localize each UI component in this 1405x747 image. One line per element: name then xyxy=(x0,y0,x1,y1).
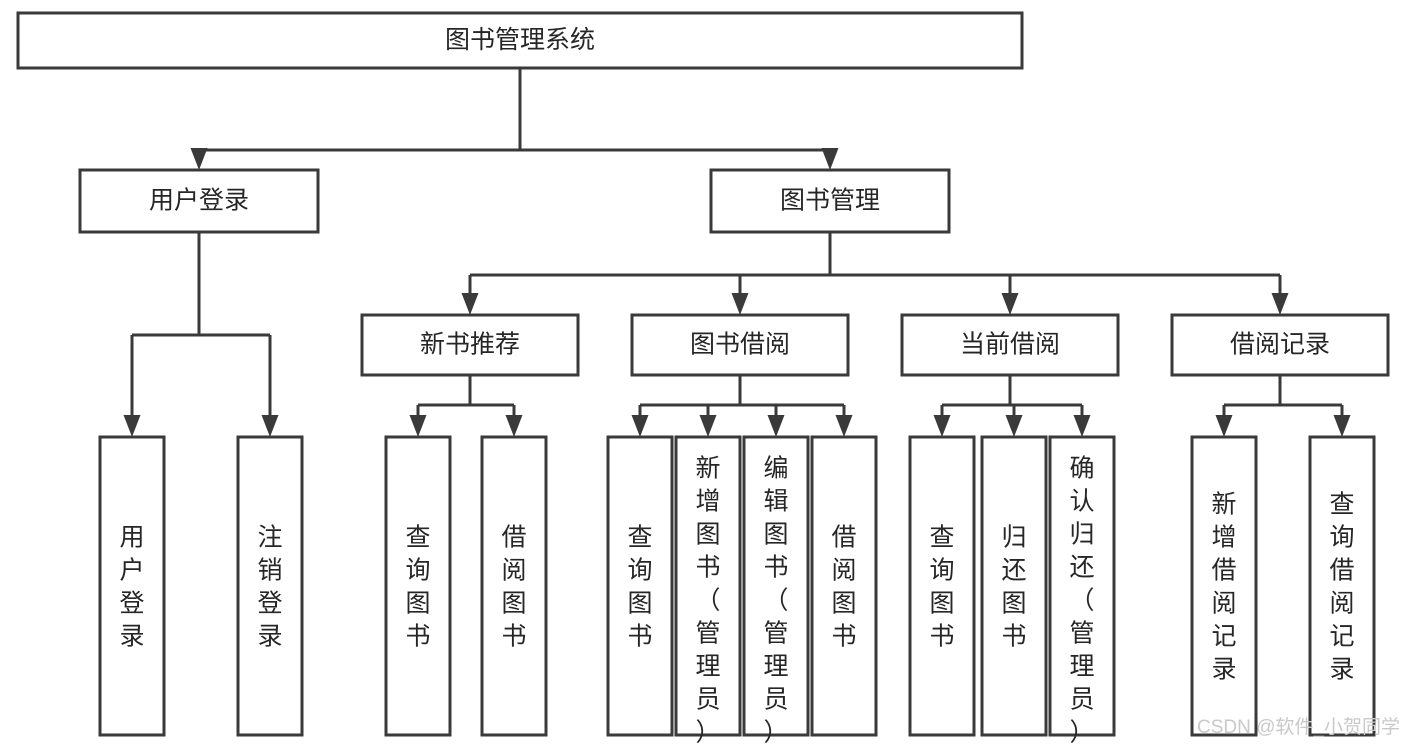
book-borrow-to-bb-borrow-book-arrowhead xyxy=(835,415,853,437)
node-layer: 图书管理系统用户登录用户登录注销登录图书管理新书推荐查询图书借阅图书图书借阅查询… xyxy=(16,11,1390,747)
node-box-new-book-recommend xyxy=(360,313,580,377)
root-to-book-manage-arrowhead xyxy=(821,148,839,170)
user-login-to-user-login-do-arrowhead xyxy=(123,415,141,437)
book-manage-to-current-borrow-arrowhead xyxy=(1001,293,1019,315)
node-label-book-manage: 图书管理 xyxy=(780,187,880,215)
node-cb-query-book[interactable]: 查询图书 xyxy=(908,435,976,737)
node-box-bb-edit-book xyxy=(742,435,810,737)
current-borrow-to-cb-query-book-arrowhead xyxy=(933,415,951,437)
book-borrow-to-bb-edit-book-arrowhead xyxy=(767,415,785,437)
node-label-user-login-do: 用户登录 xyxy=(119,524,144,651)
node-box-user-login xyxy=(78,168,320,234)
node-label-bb-query-book: 查询图书 xyxy=(627,524,652,651)
node-box-borrow-record xyxy=(1170,313,1390,377)
node-book-manage[interactable]: 图书管理 xyxy=(709,168,951,234)
book-manage-to-book-borrow-arrowhead xyxy=(731,293,749,315)
node-box-cb-return-book xyxy=(980,435,1048,737)
node-label-borrow-record: 借阅记录 xyxy=(1230,331,1330,359)
user-login-to-user-logout-arrowhead xyxy=(261,415,279,437)
node-box-bb-query-book xyxy=(606,435,674,737)
node-box-bb-borrow-book xyxy=(810,435,878,737)
node-box-current-borrow xyxy=(900,313,1120,377)
node-label-cb-return-book: 归还图书 xyxy=(1001,524,1026,651)
node-label-cb-query-book: 查询图书 xyxy=(929,524,954,651)
node-label-nbr-borrow-book: 借阅图书 xyxy=(501,524,526,651)
node-label-cb-confirm-return: 确认归还（管理员） xyxy=(1069,455,1094,747)
current-borrow-to-cb-confirm-return-arrowhead xyxy=(1073,415,1091,437)
node-box-book-borrow xyxy=(630,313,850,377)
node-label-bb-edit-book: 编辑图书（管理员） xyxy=(763,455,788,747)
node-cb-return-book[interactable]: 归还图书 xyxy=(980,435,1048,737)
node-nbr-query-book[interactable]: 查询图书 xyxy=(384,435,452,737)
node-nbr-borrow-book[interactable]: 借阅图书 xyxy=(480,435,548,737)
node-label-bb-borrow-book: 借阅图书 xyxy=(831,524,856,651)
node-box-br-query-record xyxy=(1308,435,1376,737)
connector-layer xyxy=(123,68,1351,437)
current-borrow-to-cb-return-book-arrowhead xyxy=(1005,415,1023,437)
node-new-book-recommend[interactable]: 新书推荐 xyxy=(360,313,580,377)
book-manage-to-borrow-record-arrowhead xyxy=(1271,293,1289,315)
node-box-bb-add-book xyxy=(674,435,742,737)
node-label-new-book-recommend: 新书推荐 xyxy=(420,331,520,359)
book-borrow-to-bb-add-book-arrowhead xyxy=(699,415,717,437)
node-box-user-login-do xyxy=(98,435,166,737)
node-bb-edit-book[interactable]: 编辑图书（管理员） xyxy=(742,435,810,747)
node-box-cb-confirm-return xyxy=(1048,435,1116,737)
node-borrow-record[interactable]: 借阅记录 xyxy=(1170,313,1390,377)
node-br-add-record[interactable]: 新增借阅记录 xyxy=(1190,435,1258,737)
node-label-br-add-record: 新增借阅记录 xyxy=(1211,491,1236,684)
new-book-recommend-to-nbr-query-book-arrowhead xyxy=(409,415,427,437)
book-borrow-to-bb-query-book-arrowhead xyxy=(631,415,649,437)
borrow-record-to-br-add-record-arrowhead xyxy=(1215,415,1233,437)
node-user-login[interactable]: 用户登录 xyxy=(78,168,320,234)
node-box-nbr-borrow-book xyxy=(480,435,548,737)
csdn-watermark: CSDN @软件_小贺同学 xyxy=(1197,716,1400,738)
node-br-query-record[interactable]: 查询借阅记录 xyxy=(1308,435,1376,737)
new-book-recommend-to-nbr-borrow-book-arrowhead xyxy=(505,415,523,437)
node-label-book-borrow: 图书借阅 xyxy=(690,331,790,359)
node-label-bb-add-book: 新增图书（管理员） xyxy=(695,455,720,747)
node-cb-confirm-return[interactable]: 确认归还（管理员） xyxy=(1048,435,1116,747)
node-label-nbr-query-book: 查询图书 xyxy=(405,524,430,651)
node-box-br-add-record xyxy=(1190,435,1258,737)
node-box-cb-query-book xyxy=(908,435,976,737)
node-box-book-manage xyxy=(709,168,951,234)
node-label-root: 图书管理系统 xyxy=(445,26,595,54)
node-label-br-query-record: 查询借阅记录 xyxy=(1329,491,1354,684)
node-label-current-borrow: 当前借阅 xyxy=(960,331,1060,359)
node-box-user-logout xyxy=(236,435,304,737)
node-box-nbr-query-book xyxy=(384,435,452,737)
node-root[interactable]: 图书管理系统 xyxy=(16,11,1024,70)
node-book-borrow[interactable]: 图书借阅 xyxy=(630,313,850,377)
node-user-login-do[interactable]: 用户登录 xyxy=(98,435,166,737)
node-user-logout[interactable]: 注销登录 xyxy=(236,435,304,737)
borrow-record-to-br-query-record-arrowhead xyxy=(1333,415,1351,437)
node-bb-borrow-book[interactable]: 借阅图书 xyxy=(810,435,878,737)
root-to-user-login-arrowhead xyxy=(190,148,208,170)
book-manage-to-new-book-recommend-arrowhead xyxy=(461,293,479,315)
node-box-root xyxy=(16,11,1024,70)
node-label-user-logout: 注销登录 xyxy=(257,524,282,651)
node-label-user-login: 用户登录 xyxy=(149,187,249,215)
node-current-borrow[interactable]: 当前借阅 xyxy=(900,313,1120,377)
node-bb-query-book[interactable]: 查询图书 xyxy=(606,435,674,737)
node-bb-add-book[interactable]: 新增图书（管理员） xyxy=(674,435,742,747)
